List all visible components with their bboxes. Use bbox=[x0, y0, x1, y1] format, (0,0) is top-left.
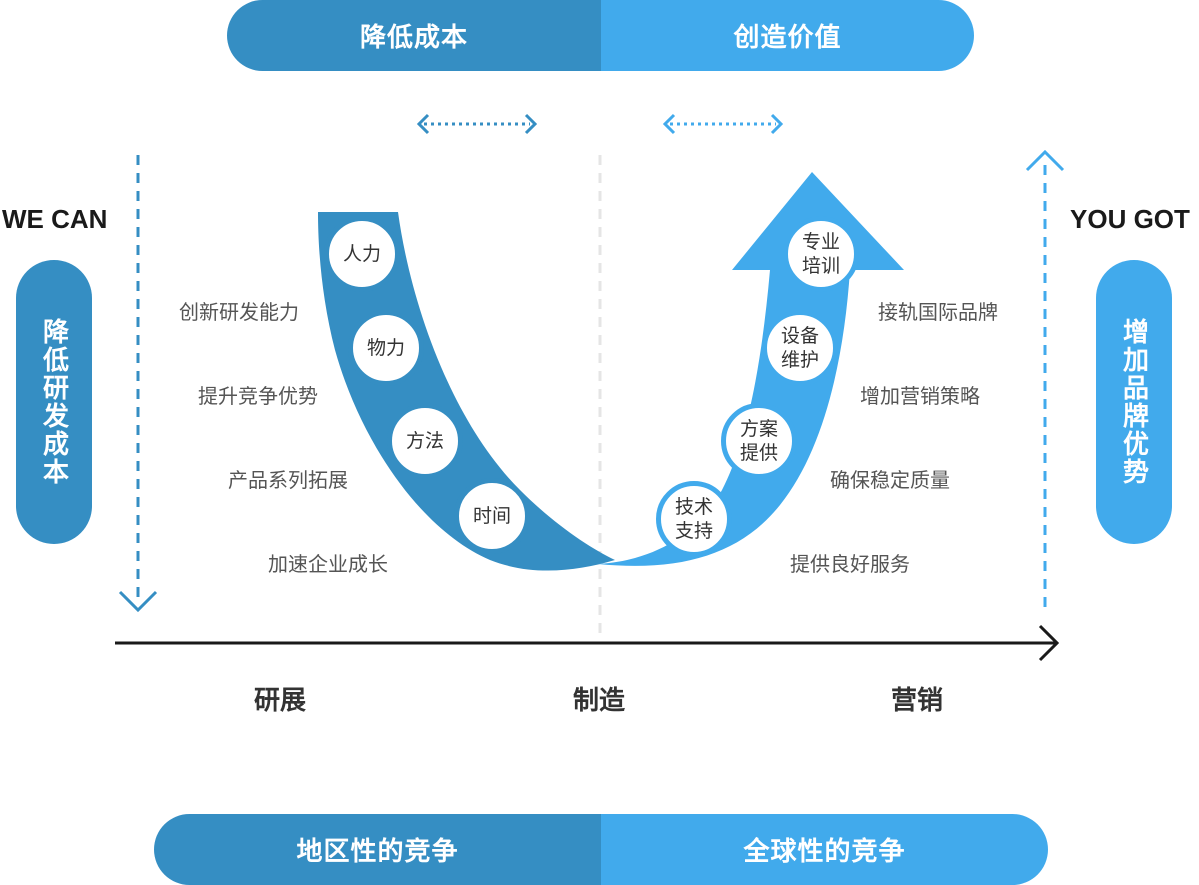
up-arrow-icon bbox=[1025, 149, 1065, 172]
material-label: 物力 bbox=[366, 337, 405, 359]
tech-support-circle: 技术 支持 bbox=[656, 481, 732, 557]
solution-circle: 方案 提供 bbox=[721, 403, 797, 479]
left-list-item: 提升竞争优势 bbox=[198, 384, 318, 408]
regional-competition-banner: 地区性的竞争 bbox=[154, 814, 601, 885]
solution-label-line2: 提供 bbox=[739, 442, 778, 464]
reduce-cost-label: 降低成本 bbox=[359, 23, 468, 53]
equipment-circle: 设备 维护 bbox=[762, 310, 838, 386]
stage-marketing: 营销 bbox=[891, 686, 944, 716]
training-label-line2: 培训 bbox=[801, 255, 840, 277]
tech-support-label-line2: 支持 bbox=[674, 520, 713, 542]
global-competition-banner: 全球性的竞争 bbox=[601, 814, 1048, 885]
method-label: 方法 bbox=[405, 430, 444, 452]
material-circle: 物力 bbox=[348, 310, 424, 386]
reduce-rd-cost-label: 降低研发成本 bbox=[38, 318, 69, 486]
right-list-item: 提供良好服务 bbox=[790, 552, 910, 576]
right-list-item: 接轨国际品牌 bbox=[878, 300, 998, 324]
create-value-label: 创造价值 bbox=[733, 23, 842, 53]
equipment-label-line1: 设备 bbox=[780, 325, 819, 347]
global-competition-label: 全球性的竞争 bbox=[743, 837, 906, 867]
training-circle: 专业 培训 bbox=[783, 216, 859, 292]
right-list-item: 增加营销策略 bbox=[860, 384, 980, 408]
left-list-item: 创新研发能力 bbox=[179, 300, 299, 324]
tech-support-label-line1: 技术 bbox=[674, 496, 713, 518]
regional-competition-label: 地区性的竞争 bbox=[296, 837, 459, 867]
right-curve-arrow bbox=[598, 172, 904, 566]
create-value-banner: 创造价值 bbox=[601, 0, 974, 71]
right-double-arrow-icon bbox=[662, 113, 784, 135]
reduce-cost-banner: 降低成本 bbox=[227, 0, 601, 71]
reduce-rd-cost-pill: 降低研发成本 bbox=[16, 260, 92, 544]
method-circle: 方法 bbox=[387, 403, 463, 479]
left-list-item: 产品系列拓展 bbox=[228, 468, 348, 492]
equipment-label-line2: 维护 bbox=[780, 349, 819, 371]
right-list-item: 确保稳定质量 bbox=[830, 468, 950, 492]
time-circle: 时间 bbox=[454, 478, 530, 554]
left-list-item: 加速企业成长 bbox=[268, 552, 388, 576]
stage-manufacturing: 制造 bbox=[573, 686, 626, 716]
manpower-circle: 人力 bbox=[324, 216, 400, 292]
time-label: 时间 bbox=[472, 505, 511, 527]
stage-rd: 研展 bbox=[254, 686, 307, 716]
axis-arrow-icon bbox=[1038, 624, 1060, 662]
training-label-line1: 专业 bbox=[801, 231, 840, 253]
brand-advantage-label: 增加品牌优势 bbox=[1118, 318, 1149, 486]
you-got-heading: YOU GOT bbox=[1070, 204, 1190, 234]
we-can-heading: WE CAN bbox=[2, 204, 108, 234]
down-arrow-icon bbox=[118, 590, 158, 613]
manpower-label: 人力 bbox=[342, 243, 381, 265]
left-curve-band bbox=[318, 212, 615, 571]
left-double-arrow-icon bbox=[416, 113, 538, 135]
solution-label-line1: 方案 bbox=[739, 418, 778, 440]
brand-advantage-pill: 增加品牌优势 bbox=[1096, 260, 1172, 544]
